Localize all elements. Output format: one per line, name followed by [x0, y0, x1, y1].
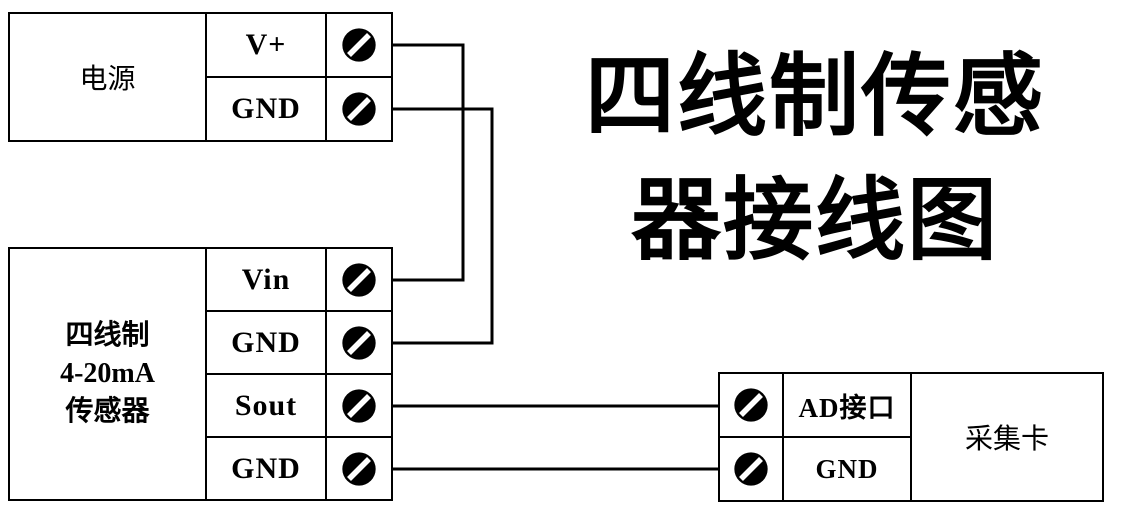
sensor-label-line1: 四线制: [65, 320, 150, 352]
diagram-title-line1: 四线制传感: [585, 48, 1045, 147]
screw-terminal-icon: [327, 312, 391, 373]
diagram-title: 四线制传感 器接线图: [548, 36, 1082, 284]
sensor-label-line2: 4-20mA: [60, 358, 155, 390]
acquisition-card-block: 采集卡 AD接口 GND: [718, 372, 1104, 502]
card-terminal-ad-label: AD接口: [784, 374, 910, 436]
sensor-label: 四线制 4-20mA 传感器: [10, 249, 205, 499]
screw-terminal-icon: [327, 375, 391, 436]
sensor-terminal-vin-label: Vin: [207, 249, 325, 310]
wire-powergnd-to-sensorgnd: [393, 107, 494, 345]
power-supply-label: 电源: [10, 14, 205, 140]
screw-terminal-icon: [327, 78, 391, 140]
sensor-block: 四线制 4-20mA 传感器 Vin GND Sout GND: [8, 247, 393, 501]
sensor-terminal-sout-label: Sout: [207, 375, 325, 436]
wire-vplus-to-vin: [393, 43, 465, 282]
screw-terminal-icon: [327, 249, 391, 310]
sensor-terminal-gnd1-label: GND: [207, 312, 325, 373]
power-supply-block: 电源 V+ GND: [8, 12, 393, 142]
card-terminal-gnd-label: GND: [784, 438, 910, 500]
screw-terminal-icon: [720, 374, 782, 436]
diagram-title-line2: 器接线图: [631, 172, 999, 272]
power-terminal-vplus-label: V+: [207, 14, 325, 76]
acquisition-card-label: 采集卡: [912, 374, 1102, 500]
sensor-terminal-gnd2-label: GND: [207, 438, 325, 499]
screw-terminal-icon: [327, 14, 391, 76]
sensor-label-line3: 传感器: [65, 395, 150, 427]
screw-terminal-icon: [720, 438, 782, 500]
screw-terminal-icon: [327, 438, 391, 499]
power-terminal-gnd-label: GND: [207, 78, 325, 140]
